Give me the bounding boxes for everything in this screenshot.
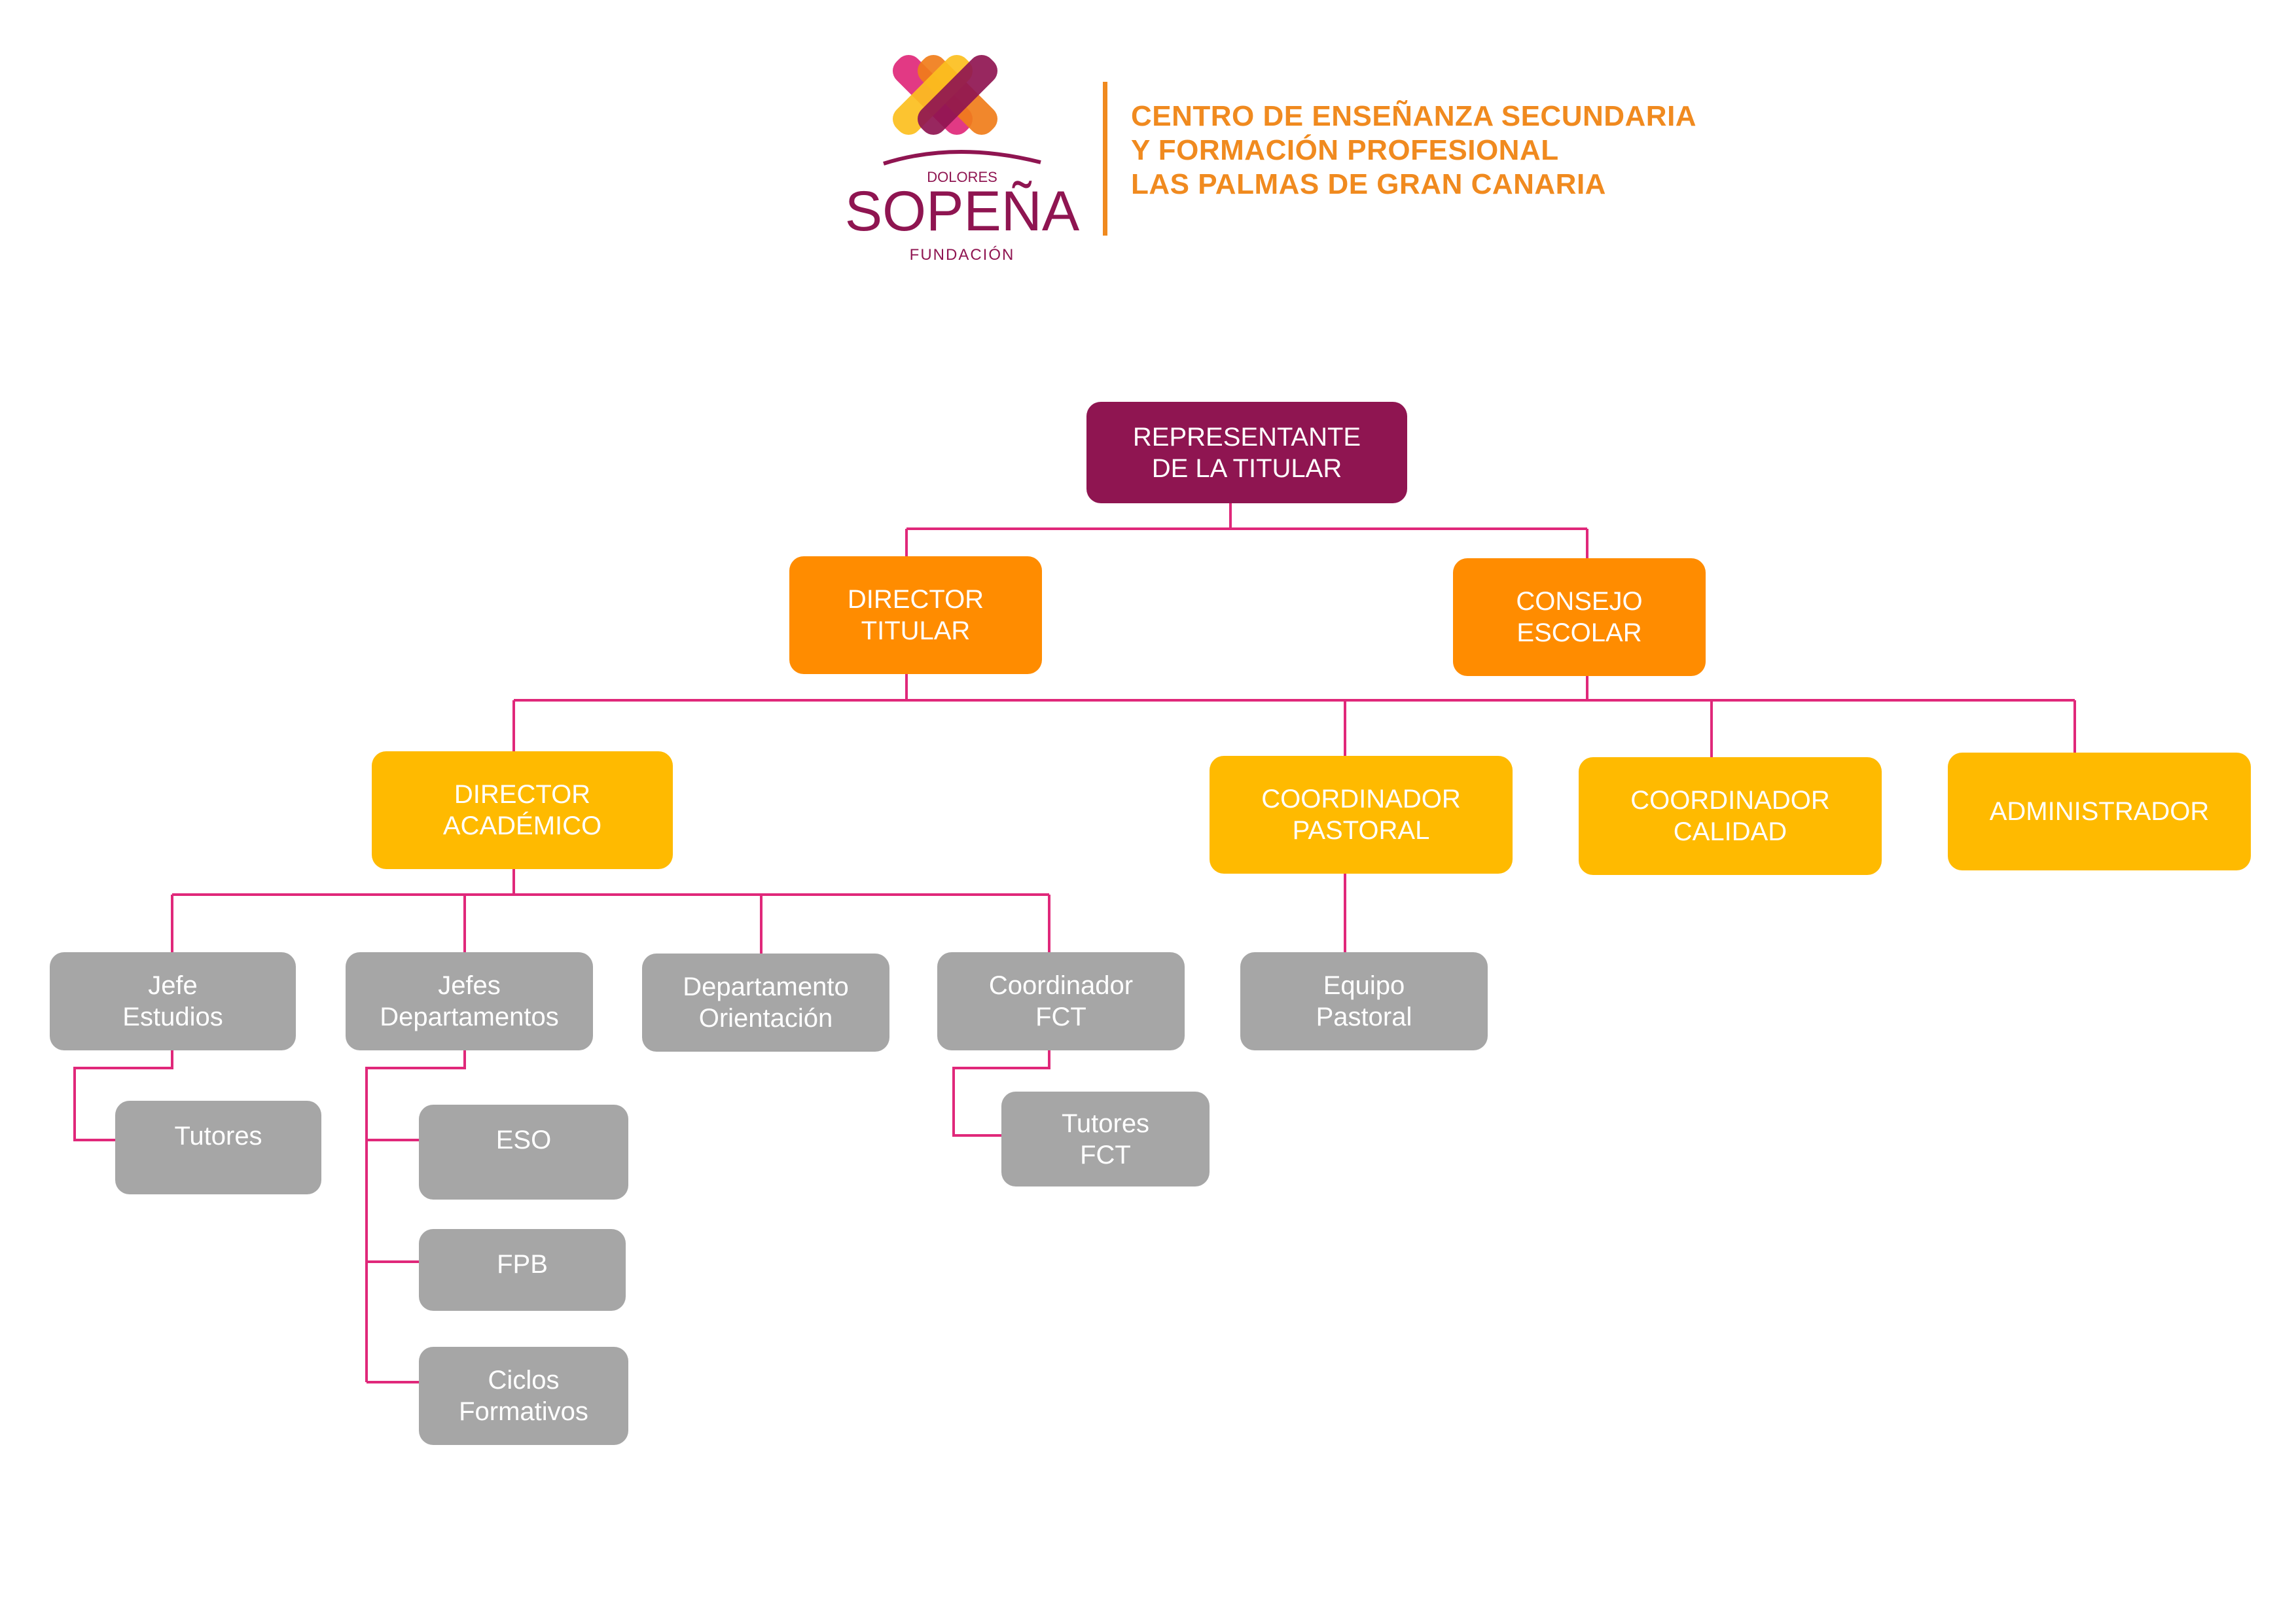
logo-divider — [1103, 82, 1107, 236]
node-consejo-escolar: CONSEJO ESCOLAR — [1453, 558, 1706, 676]
node-fpb: FPB — [419, 1229, 626, 1311]
node-coordinador-pastoral: COORDINADOR PASTORAL — [1210, 756, 1513, 874]
node-tutores-fct: Tutores FCT — [1001, 1092, 1210, 1186]
node-ciclos-formativos: Ciclos Formativos — [419, 1347, 628, 1445]
brand-name-text: SOPEÑA — [845, 180, 1080, 243]
school-title: CENTRO DE ENSEÑANZA SECUNDARIA Y FORMACI… — [1131, 99, 1696, 202]
cross-icon — [892, 54, 998, 135]
brand-small-text: DOLORES — [927, 169, 997, 185]
node-representante-titular: REPRESENTANTE DE LA TITULAR — [1086, 402, 1407, 503]
school-title-line-1: CENTRO DE ENSEÑANZA SECUNDARIA — [1131, 100, 1697, 132]
header-logo: DOLORES SOPEÑA FUNDACIÓN CENTRO DE ENSEÑ… — [838, 33, 1696, 275]
sopena-logo-graphic: DOLORES SOPEÑA FUNDACIÓN — [845, 54, 1107, 264]
node-departamento-orientacion: Departamento Orientación — [642, 954, 889, 1052]
node-director-academico: DIRECTOR ACADÉMICO — [372, 751, 673, 869]
node-jefes-departamentos: Jefes Departamentos — [346, 952, 593, 1050]
node-jefe-estudios: Jefe Estudios — [50, 952, 296, 1050]
node-director-titular: DIRECTOR TITULAR — [789, 556, 1042, 674]
school-title-line-2: Y FORMACIÓN PROFESIONAL — [1131, 134, 1559, 166]
node-coordinador-calidad: COORDINADOR CALIDAD — [1579, 757, 1882, 875]
node-administrador: ADMINISTRADOR — [1948, 753, 2251, 870]
school-title-line-3: LAS PALMAS DE GRAN CANARIA — [1131, 168, 1606, 200]
node-eso: ESO — [419, 1105, 628, 1200]
brand-sub-text: FUNDACIÓN — [910, 246, 1015, 264]
connector-line — [365, 1050, 466, 1382]
node-tutores: Tutores — [115, 1101, 321, 1194]
node-coordinador-fct: Coordinador FCT — [937, 952, 1185, 1050]
node-equipo-pastoral: Equipo Pastoral — [1240, 952, 1488, 1050]
